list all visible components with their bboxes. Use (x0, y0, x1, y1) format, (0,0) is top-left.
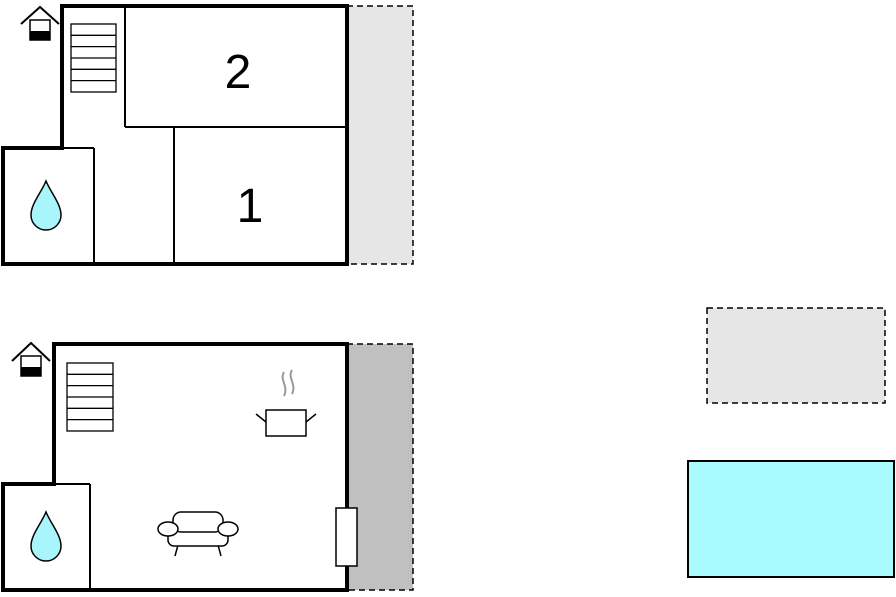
ground-floor (1, 341, 414, 592)
cooking-pot-icon (255, 369, 317, 437)
upper-inner-walls (62, 6, 347, 264)
ground-terrace (346, 343, 414, 591)
water-drop-icon (30, 179, 62, 231)
upper-floor: 2 1 (1, 4, 414, 266)
sofa-icon (157, 511, 239, 557)
room-label-1: 1 (237, 180, 264, 233)
stairs-icon (70, 23, 117, 93)
swimming-pool (687, 460, 895, 578)
house-icon (20, 5, 60, 41)
water-drop-icon (30, 510, 62, 562)
stairs-icon (66, 362, 114, 432)
door-icon (335, 507, 358, 567)
upper-balcony (346, 5, 414, 265)
outdoor-area (706, 307, 886, 404)
house-icon (11, 341, 51, 377)
ground-inner-walls (54, 483, 91, 590)
room-label-2: 2 (225, 46, 252, 99)
